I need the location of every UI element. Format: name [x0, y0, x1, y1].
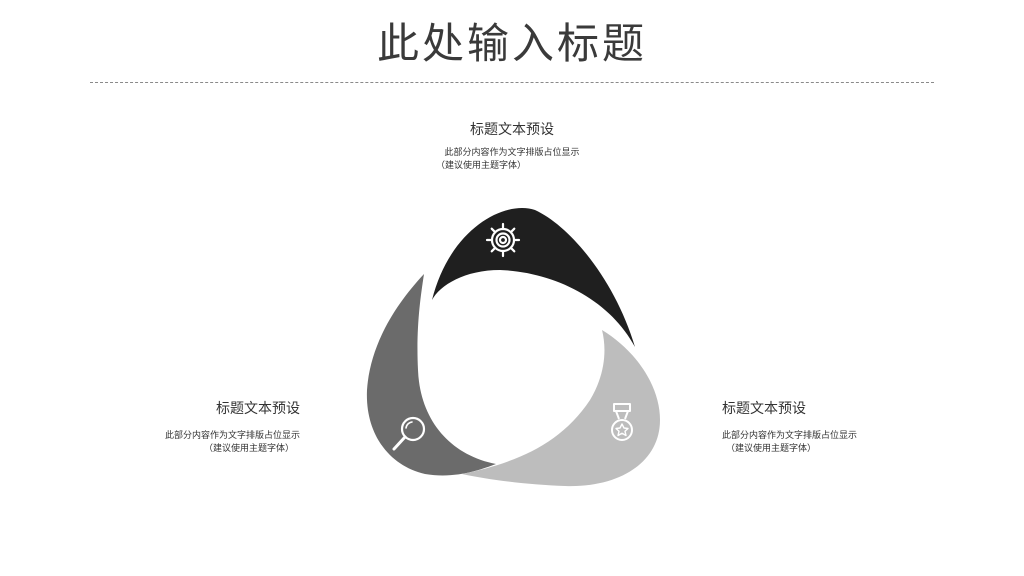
block-body-line1-right: 此部分内容作为文字排版占位显示	[722, 431, 858, 441]
block-body-line1-left: 此部分内容作为文字排版占位显示	[164, 431, 300, 441]
text-block-right: 标题文本预设 此部分内容作为文字排版占位显示 （建议使用主题字体）	[722, 399, 922, 456]
block-body-line2-top: （建议使用主题字体）	[435, 161, 526, 171]
text-block-left: 标题文本预设 此部分内容作为文字排版占位显示 （建议使用主题字体）	[100, 399, 300, 456]
search-icon	[392, 416, 426, 451]
block-body-line2-right: （建议使用主题字体）	[726, 444, 817, 454]
block-body-line1-top: 此部分内容作为文字排版占位显示	[444, 148, 580, 158]
block-heading-left: 标题文本预设	[216, 401, 300, 417]
block-body-line2-left: （建议使用主题字体）	[203, 444, 294, 454]
medal-icon	[611, 403, 633, 441]
block-heading-right: 标题文本预设	[722, 401, 806, 417]
title-divider	[90, 82, 934, 83]
gear-icon	[485, 222, 521, 258]
cycle-segment-right	[462, 330, 660, 487]
block-heading-top: 标题文本预设	[470, 122, 554, 138]
cycle-segment-left	[366, 274, 496, 476]
text-block-top: 标题文本预设 此部分内容作为文字排版占位显示 （建议使用主题字体）	[382, 120, 642, 173]
cycle-segment-top	[432, 208, 635, 347]
slide-title: 此处输入标题	[376, 19, 647, 68]
